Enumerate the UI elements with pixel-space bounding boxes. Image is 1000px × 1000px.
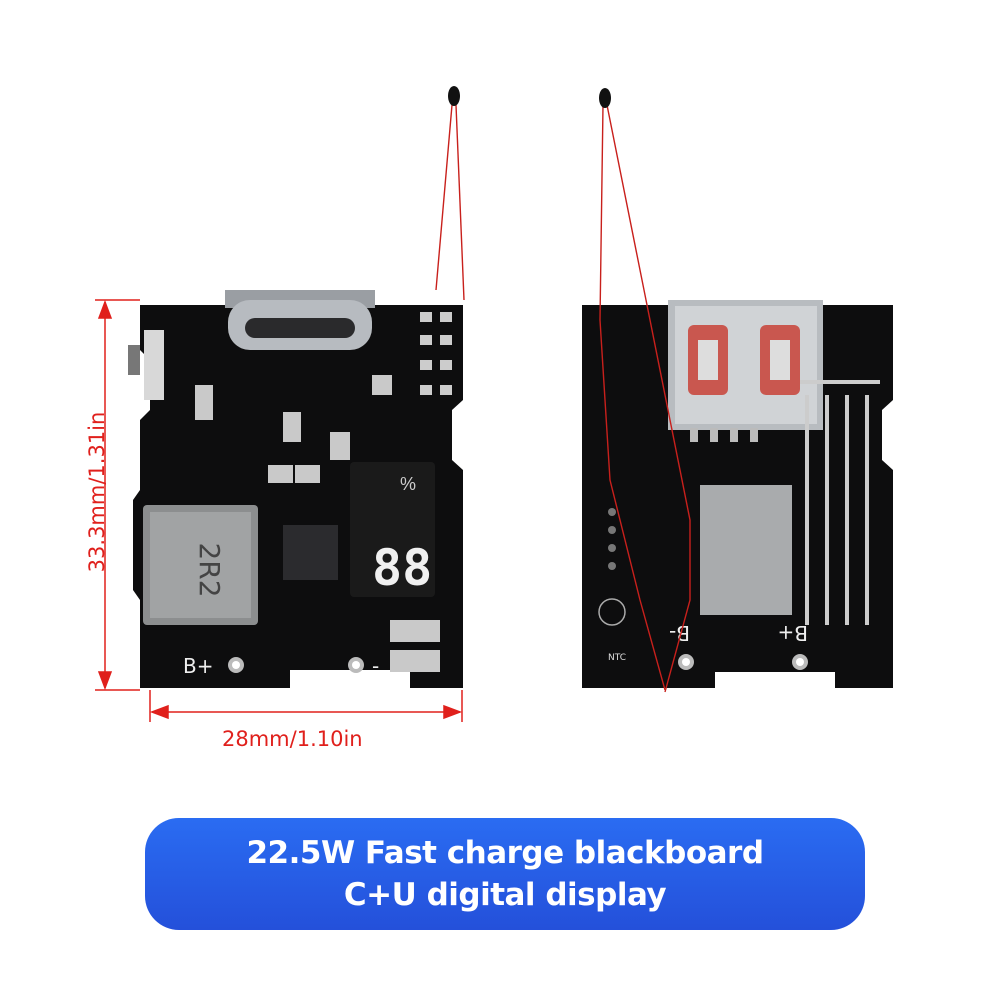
back-pad-label-bminus: B- bbox=[669, 621, 690, 645]
controller-chip bbox=[283, 525, 338, 580]
switch-s1 bbox=[144, 330, 164, 400]
svg-text:%: % bbox=[400, 474, 416, 494]
svg-text:88: 88 bbox=[372, 539, 432, 597]
width-dimension-label: 28mm/1.10in bbox=[222, 727, 363, 751]
digital-display bbox=[350, 462, 435, 597]
front-pcb-board: 2R2 88 % B+ - bbox=[128, 290, 463, 688]
banner-line-2: C+U digital display bbox=[343, 877, 667, 913]
ntc-label: NTC bbox=[608, 653, 626, 663]
title-banner: 22.5W Fast charge blackboard C+U digital… bbox=[145, 818, 865, 930]
height-dimension-line bbox=[95, 299, 140, 691]
front-pad-label-bplus: B+ bbox=[183, 654, 213, 678]
back-pcb-board: B- B+ NTC bbox=[582, 300, 893, 688]
back-pad-label-bplus: B+ bbox=[778, 621, 808, 645]
width-dimension-line bbox=[149, 690, 463, 722]
front-pad-label-minus: - bbox=[372, 654, 379, 678]
height-dimension-label: 33.3mm/1.31in bbox=[85, 411, 109, 573]
front-thermistor bbox=[435, 86, 465, 301]
banner-line-1: 22.5W Fast charge blackboard bbox=[246, 835, 764, 871]
back-thermistor bbox=[599, 88, 691, 693]
shield-plate bbox=[700, 485, 792, 615]
inductor-marking: 2R2 bbox=[193, 542, 226, 597]
